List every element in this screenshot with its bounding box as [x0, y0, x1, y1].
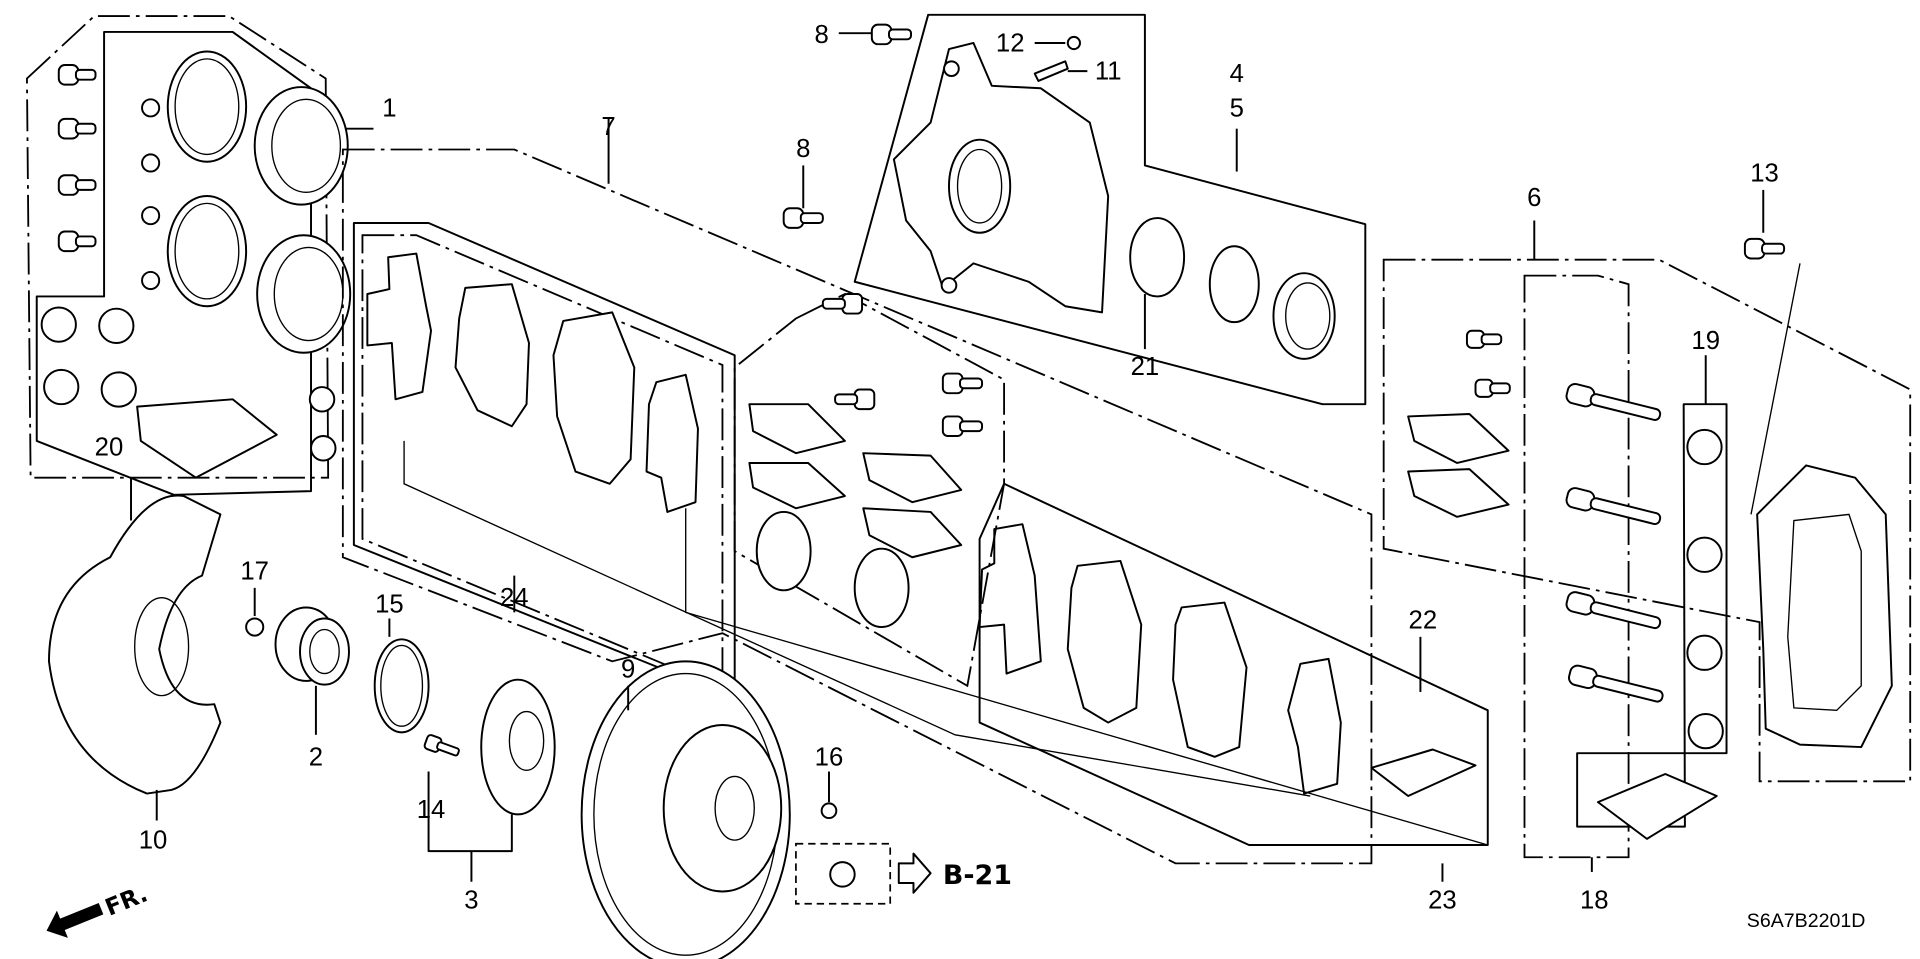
- callout-12[interactable]: 12: [996, 30, 1025, 58]
- callout-labels: 1 2 3 4 5 6 7 8 8 9 10 11 12 13 14 15 16…: [95, 21, 1779, 915]
- callout-2[interactable]: 2: [309, 743, 323, 771]
- nut-icon: [829, 861, 856, 888]
- reference-label: B-21: [943, 860, 1012, 891]
- screw-17: [245, 587, 265, 637]
- reference-nut-box: [795, 842, 892, 905]
- bleeder-parts: [782, 23, 1088, 229]
- kit-boots: [40, 306, 337, 479]
- callout-7[interactable]: 7: [601, 113, 615, 141]
- bearing-2: [274, 606, 350, 735]
- callout-22[interactable]: 22: [1409, 606, 1438, 634]
- callout-16[interactable]: 16: [815, 743, 844, 771]
- callout-19[interactable]: 19: [1691, 327, 1720, 355]
- callout-3[interactable]: 3: [464, 887, 478, 915]
- callout-20[interactable]: 20: [95, 434, 124, 462]
- arrow-front-icon: [46, 903, 104, 938]
- seal-kit-group: [26, 15, 374, 521]
- front-direction-indicator: FR.: [46, 880, 151, 938]
- arrow-right-outline-icon: [897, 852, 932, 894]
- callout-5[interactable]: 5: [1230, 94, 1244, 122]
- callout-4[interactable]: 4: [1230, 60, 1244, 88]
- bracket-kit-outline: [1382, 258, 1912, 783]
- caliper-outline: [853, 13, 1367, 406]
- kit-1-outline: [26, 15, 330, 479]
- callout-21[interactable]: 21: [1131, 353, 1160, 381]
- callout-11[interactable]: 11: [1095, 58, 1122, 86]
- splash-guard: [48, 494, 222, 821]
- callout-24[interactable]: 24: [500, 584, 529, 612]
- bracket-hardware: [1407, 329, 1511, 518]
- callout-17[interactable]: 17: [240, 557, 269, 585]
- callout-8-mid[interactable]: 8: [796, 135, 810, 163]
- direction-label: FR.: [101, 880, 151, 921]
- grease-packet-22: [1370, 748, 1477, 798]
- callout-23[interactable]: 23: [1428, 887, 1457, 915]
- callout-15[interactable]: 15: [375, 590, 404, 618]
- callout-1[interactable]: 1: [382, 94, 396, 122]
- callout-14[interactable]: 14: [417, 796, 446, 824]
- piston-21: [1129, 217, 1336, 360]
- brake-pads-left: [366, 252, 699, 513]
- callout-10[interactable]: 10: [139, 827, 168, 855]
- pad-shim-outline: [978, 482, 1489, 846]
- caliper-body: [892, 41, 1110, 314]
- caliper-bracket: [1743, 189, 1893, 749]
- slide-pins: [1565, 383, 1664, 703]
- pad-set-outline: [341, 148, 1373, 865]
- hub-3: [423, 678, 556, 882]
- pin-kit-outline: [1523, 274, 1630, 859]
- clip-hardware-outline: [733, 292, 1005, 688]
- screw-16: [820, 771, 838, 820]
- callout-6[interactable]: 6: [1527, 184, 1541, 212]
- callout-13[interactable]: 13: [1750, 159, 1779, 187]
- callout-9[interactable]: 9: [621, 655, 635, 683]
- kit-caps: [141, 98, 161, 291]
- callout-8-top[interactable]: 8: [814, 21, 828, 49]
- snap-ring-15: [373, 618, 430, 734]
- kit-bolts: [57, 64, 97, 253]
- reference-b21[interactable]: B-21: [795, 842, 1012, 905]
- brake-pads-right: [978, 523, 1342, 795]
- disc-9: [580, 660, 791, 959]
- pad-clips: [748, 293, 984, 629]
- pin-boots-19: [1596, 428, 1724, 840]
- callout-18[interactable]: 18: [1580, 887, 1609, 915]
- drawing-code: S6A7B2201D: [1747, 910, 1866, 932]
- kit-seals: [166, 50, 352, 354]
